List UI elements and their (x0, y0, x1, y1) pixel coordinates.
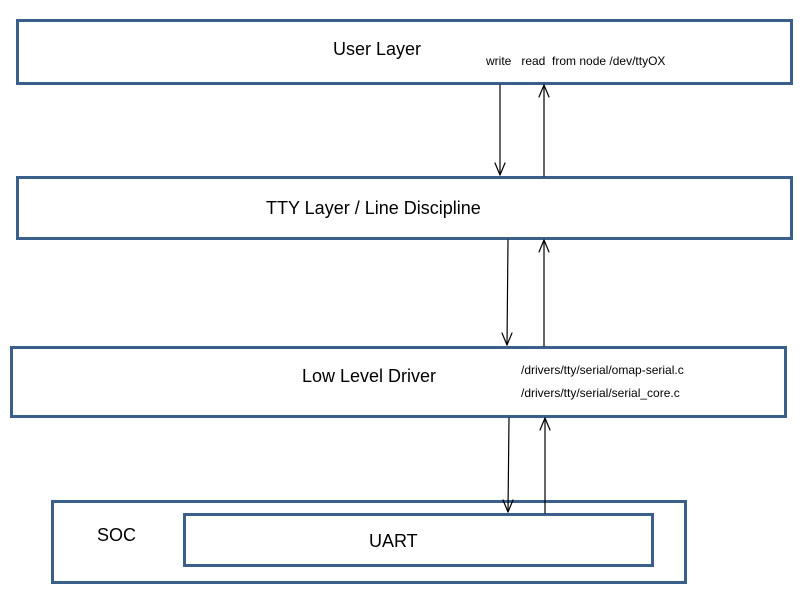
arrow-up-uart-to-driver (539, 417, 551, 514)
user-layer-box (16, 19, 793, 85)
low-level-driver-label: Low Level Driver (302, 366, 437, 386)
io-annotation: write read from node /dev/ttyOX (486, 54, 666, 68)
arrow-up-driver-to-tty (538, 239, 550, 347)
arrow-down-user-to-tty (494, 84, 506, 176)
user-layer-label: User Layer (333, 39, 422, 59)
soc-label: SOC (97, 525, 137, 545)
tty-layer-label: TTY Layer / Line Discipline (266, 198, 481, 218)
uart-box (183, 513, 654, 567)
driver-file-serial-core: /drivers/tty/serial/serial_core.c (521, 386, 680, 400)
driver-file-omap-serial: /drivers/tty/serial/omap-serial.c (521, 363, 684, 377)
arrow-down-driver-to-uart (502, 417, 514, 513)
tty-layer-box (16, 176, 793, 240)
uart-label: UART (369, 531, 418, 551)
arrow-down-tty-to-driver (501, 239, 513, 346)
low-level-driver-box (10, 346, 787, 418)
arrow-up-tty-to-user (538, 84, 550, 177)
